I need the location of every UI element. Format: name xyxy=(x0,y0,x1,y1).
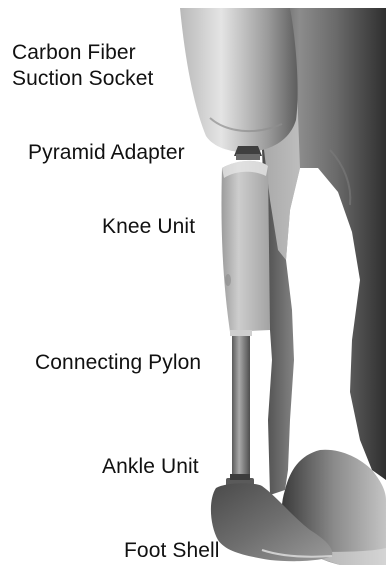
pyramid-adapter xyxy=(234,146,262,160)
residual-limb-socket xyxy=(180,8,298,152)
label-carbon-fiber-suction-socket: Carbon Fiber Suction Socket xyxy=(12,40,153,92)
label-foot-shell: Foot Shell xyxy=(124,538,220,564)
label-socket-line2: Suction Socket xyxy=(12,66,153,92)
knee-unit xyxy=(221,161,270,332)
label-knee-unit: Knee Unit xyxy=(102,214,195,240)
label-socket-line1: Carbon Fiber xyxy=(12,40,153,66)
label-pyramid-adapter: Pyramid Adapter xyxy=(28,140,185,166)
label-connecting-pylon: Connecting Pylon xyxy=(35,350,201,376)
label-ankle-unit: Ankle Unit xyxy=(102,454,199,480)
connecting-pylon xyxy=(230,330,252,480)
